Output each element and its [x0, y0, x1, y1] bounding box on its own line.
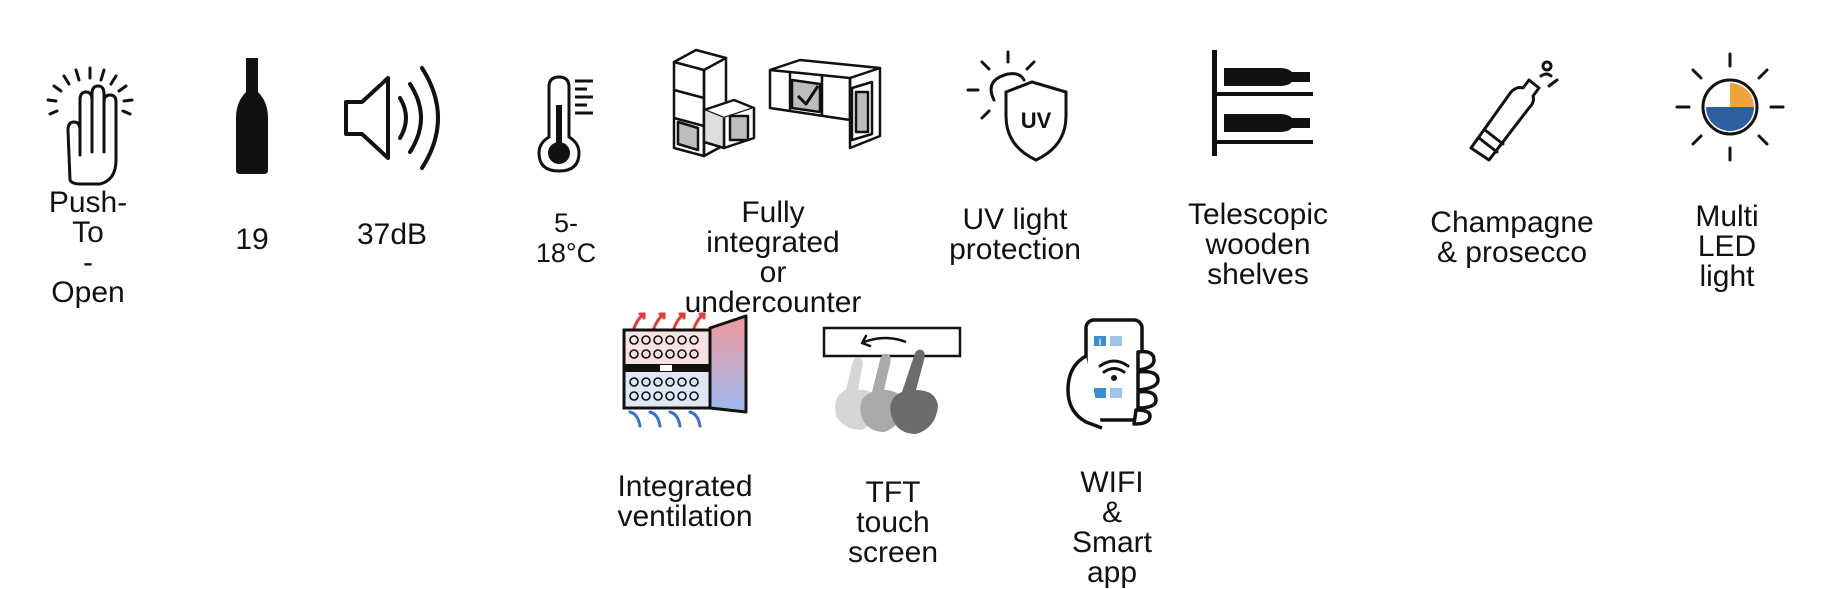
multi-led-light-icon: [1675, 52, 1785, 162]
champagne-bottle-icon: [1469, 60, 1559, 162]
feature-label: Push-To -Open: [48, 186, 128, 309]
tft-touch-screen-icon: [822, 326, 962, 434]
feature-label: 19: [235, 223, 269, 256]
cabinet-installation-icon: [672, 48, 882, 158]
hand-press-icon: [46, 66, 134, 186]
feature-label: Telescopic wooden shelves: [1187, 198, 1329, 291]
svg-text:UV: UV: [1021, 108, 1052, 133]
feature-label: WIFI & Smart app: [1071, 466, 1153, 589]
telescopic-shelves-icon: [1212, 50, 1313, 156]
feature-label: Champagne & prosecco: [1430, 206, 1594, 269]
uv-shield-icon: UV: [966, 50, 1068, 162]
feature-label: Multi LED light: [1695, 200, 1759, 293]
thermometer-icon: [537, 75, 593, 173]
integrated-ventilation-icon: [622, 312, 748, 428]
speaker-icon: [344, 66, 440, 170]
feature-label: Integrated ventilation: [617, 470, 753, 533]
feature-label: UV light protection: [949, 203, 1081, 266]
feature-label: 37dB: [356, 218, 428, 251]
wine-bottle-icon: [236, 58, 268, 174]
feature-label: TFT touch screen: [847, 476, 939, 569]
feature-label: 5-18°C: [535, 208, 597, 268]
wifi-smartphone-icon: i: [1066, 318, 1160, 430]
feature-label: Fully integrated or undercounter: [684, 196, 862, 319]
svg-text:i: i: [1099, 337, 1102, 347]
